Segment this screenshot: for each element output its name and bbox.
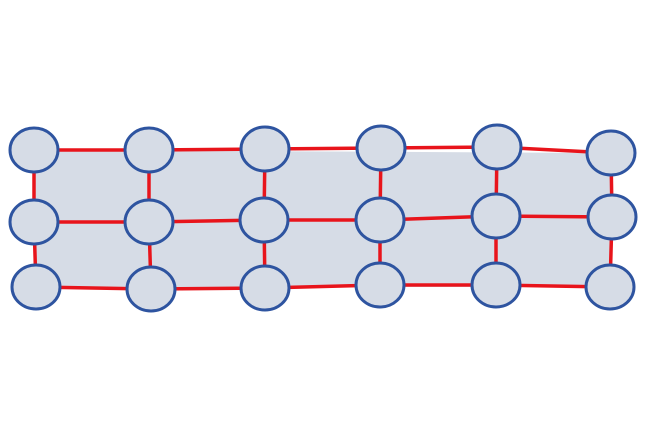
node-1-2 — [238, 196, 290, 244]
node-0-3 — [355, 124, 407, 172]
node-0-5 — [585, 129, 637, 177]
node-0-1 — [123, 126, 175, 174]
nodes-layer — [8, 123, 638, 313]
node-1-1 — [123, 198, 175, 246]
node-2-1 — [125, 265, 177, 313]
node-0-4 — [471, 123, 523, 171]
node-2-5 — [584, 263, 636, 311]
node-1-3 — [354, 196, 406, 244]
node-2-3 — [354, 261, 406, 309]
node-2-2 — [239, 264, 291, 312]
node-2-0 — [10, 263, 62, 311]
node-2-4 — [470, 261, 522, 309]
node-1-5 — [586, 193, 638, 241]
node-1-4 — [470, 192, 522, 240]
node-1-0 — [8, 198, 60, 246]
node-0-0 — [8, 126, 60, 174]
node-0-2 — [239, 125, 291, 173]
